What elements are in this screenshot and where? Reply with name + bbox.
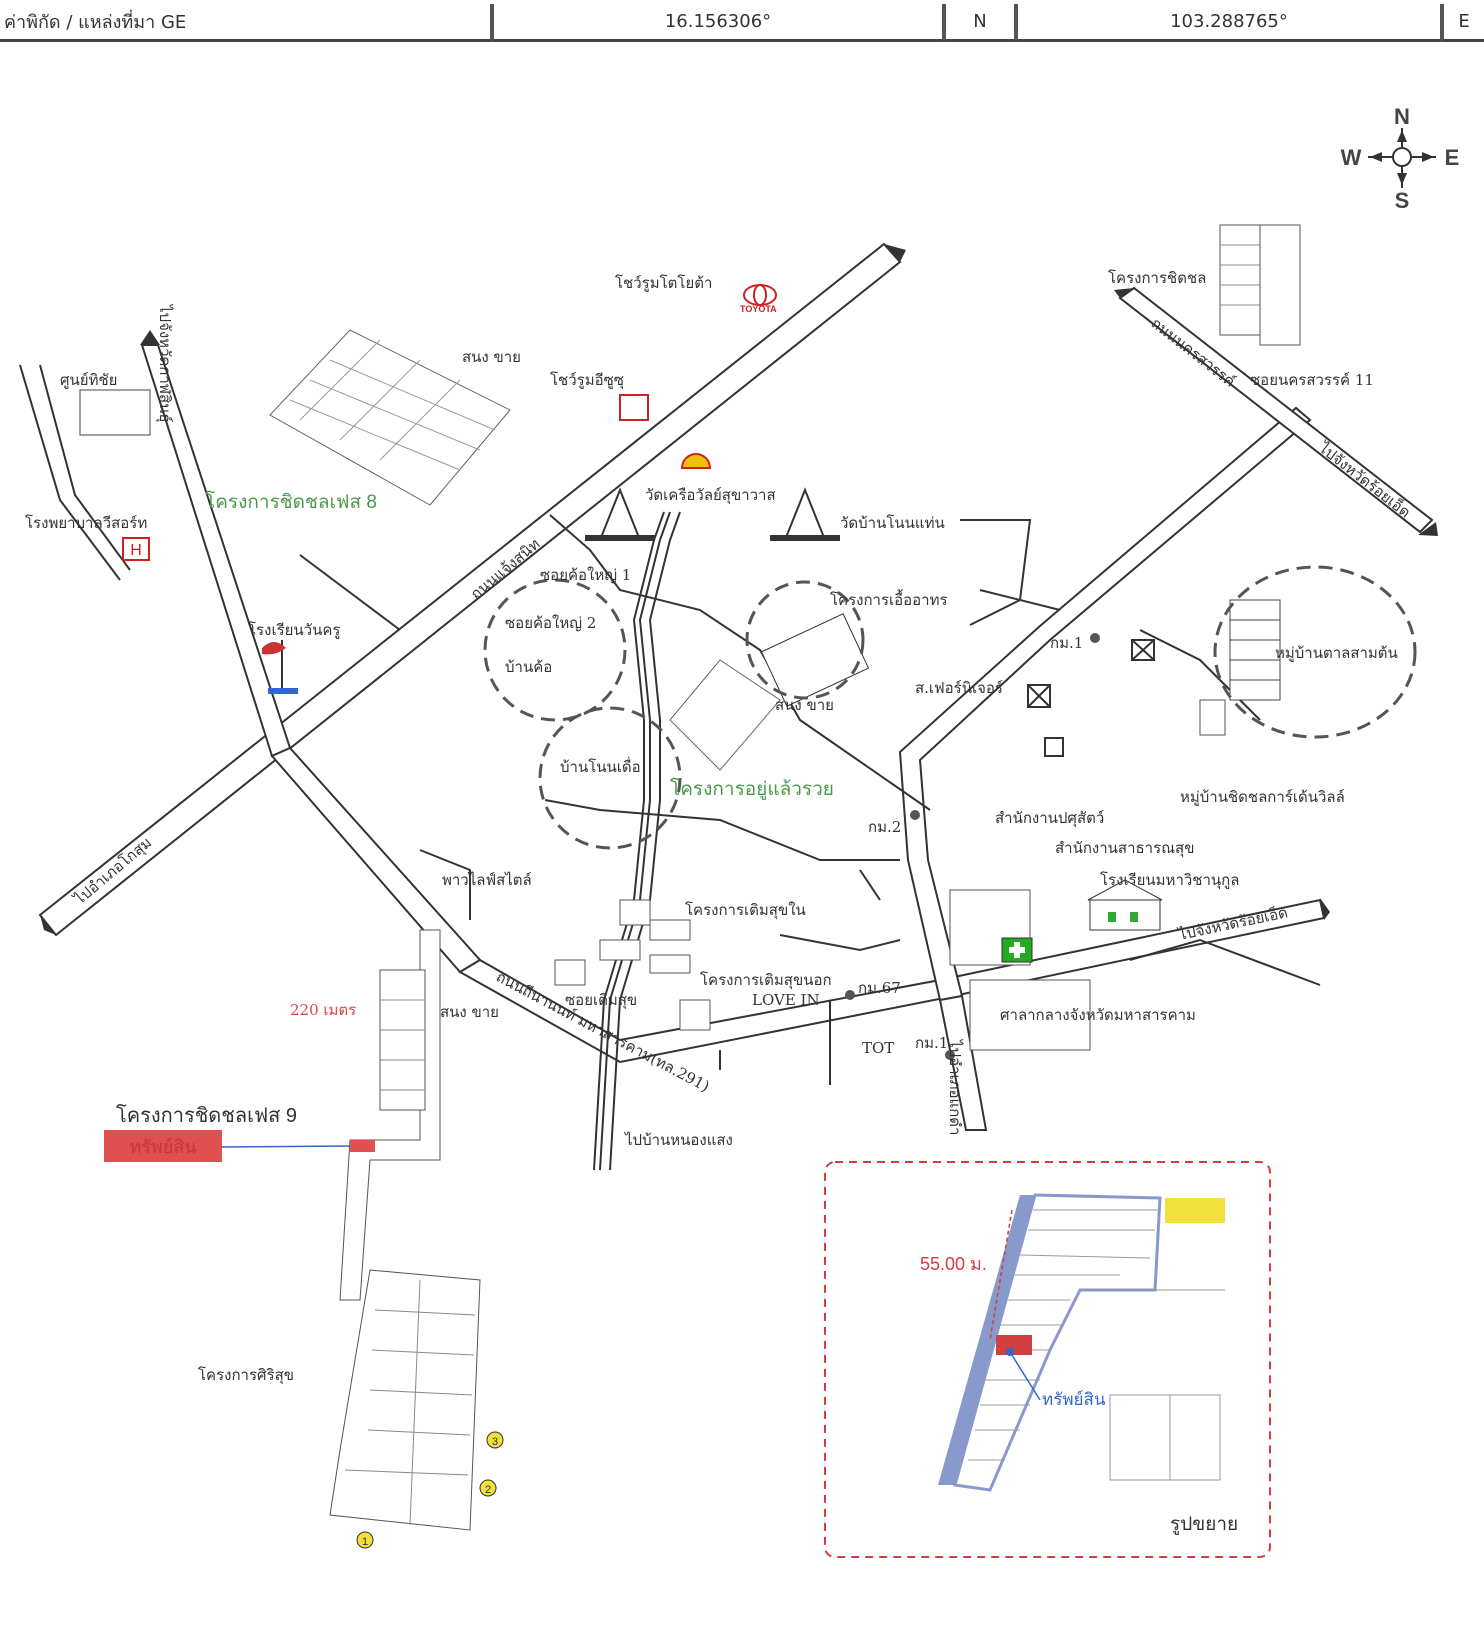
svg-text:H: H — [130, 542, 142, 559]
flag-icon — [262, 640, 298, 694]
label-project-euea: โครงการเอื้ออาทร — [830, 589, 948, 609]
label-mhu-ban-chidchol: หมู่บ้านชิดชลการ์เด้นวิลล์ — [1180, 788, 1345, 806]
label-to-kalasin: ไปจังหวัดกาฬสินธุ์ — [155, 304, 174, 423]
label-hospital: โรงพยาบาลวีสอร์ท — [25, 514, 147, 532]
hospital-icon: H — [122, 537, 150, 561]
isuzu-icon — [619, 394, 649, 421]
crossed-box-icons — [1027, 639, 1155, 757]
longitude-direction: E — [1442, 4, 1484, 42]
inset-enlarged-view: 55.00 ม. ทรัพย์สิน รูปขยาย — [824, 1161, 1271, 1558]
label-to-muang: ไปอำเภอแกดำ — [946, 1039, 964, 1135]
label-ban-kho: บ้านค้อ — [505, 658, 552, 676]
temple-icon-2 — [770, 487, 840, 541]
compass-e: E — [1445, 145, 1460, 170]
numbered-markers: 3 2 1 — [356, 1431, 504, 1549]
marker-1: 1 — [362, 1536, 368, 1548]
label-mhu-ban-tan: หมู่บ้านตาลสามต้น — [1275, 644, 1398, 662]
label-tot: TOT — [862, 1039, 894, 1057]
label-siri-sook: โครงการศิริสุข — [198, 1366, 294, 1385]
temple-icon-1 — [585, 487, 655, 541]
label-chidchol-top: โครงการชิดชล — [1108, 269, 1206, 287]
inset-asset: ทรัพย์สิน — [1042, 1390, 1106, 1410]
label-yu-laew-ruay: โครงการอยู่แล้วรวย — [670, 777, 834, 800]
label-school-2: โรงเรียนมหาวิชานุกูล — [1100, 871, 1239, 890]
label-nong-chai-3: สนง ขาย — [440, 1003, 499, 1021]
label-km67: กม.67 — [858, 979, 901, 997]
label-school-1: โรงเรียนวันครู — [248, 621, 340, 639]
label-toyota-showroom: โชว์รูมโตโยต้า — [615, 274, 712, 292]
label-toem-sook-nok: โครงการเติมสุขนอก — [700, 971, 832, 990]
source-label: ค่าพิกัด / แหล่งที่มา GE — [0, 4, 492, 42]
longitude-value: 103.288765° — [1016, 4, 1442, 42]
school-icon — [1087, 879, 1163, 931]
label-to-nong-saeng: ไปบ้านหนองแสง — [624, 1131, 733, 1149]
compass-n: N — [1394, 104, 1410, 129]
label-pawai: พาวไลฟ์สไตล์ — [442, 871, 532, 889]
marker-3: 3 — [492, 1436, 498, 1448]
road-network — [19, 242, 1438, 1301]
toyota-icon — [743, 284, 777, 306]
marker-2: 2 — [485, 1484, 491, 1496]
suny-building — [79, 389, 151, 436]
label-wat-khruea: วัดเครือวัลย์สุขาวาส — [645, 486, 776, 505]
label-km1-top: กม.1 — [1050, 634, 1083, 652]
label-nong-chai-1: สนง ขาย — [462, 348, 521, 366]
label-livestock: สำนักงานปศุสัตว์ — [995, 809, 1104, 828]
label-love-in: LOVE IN — [752, 991, 820, 1009]
compass-icon: N S W E — [1341, 104, 1460, 213]
label-suny: ศูนย์ทิชัย — [60, 371, 117, 389]
coordinate-header: ค่าพิกัด / แหล่งที่มา GE 16.156306° N 10… — [0, 0, 1484, 48]
label-soi-kho-yai-2: ซอยค้อใหญ่ 2 — [505, 614, 596, 632]
label-to-kosum: ไปอำเภอโกสุม — [70, 833, 156, 909]
label-soi-toem-sook: ซอยเติมสุข — [565, 991, 637, 1010]
label-sala-klang: ศาลากลางจังหวัดมหาสารคาม — [1000, 1006, 1196, 1024]
label-isuzu-showroom: โชว์รูมอีซูซุ — [550, 371, 624, 390]
asset-tag-box — [104, 1130, 222, 1162]
label-furniture: ส.เฟอร์นิเจอร์ — [915, 679, 1003, 697]
label-toyota-brand: TOYOTA — [740, 304, 777, 314]
inset-distance: 55.00 ม. — [920, 1254, 987, 1274]
label-chidchol-9: โครงการชิดชลเฟส 9 — [116, 1104, 297, 1127]
label-km1-bottom: กม.1 — [915, 1034, 948, 1052]
label-wat-ban-non: วัดบ้านโนนแท่น — [840, 514, 945, 532]
label-soi-ne: ซอยนครสวรรค์ 11 — [1250, 371, 1374, 389]
km-marker-icons — [845, 633, 1100, 1060]
label-soi-kho-yai-1: ซอยค้อใหญ่ 1 — [540, 566, 631, 584]
shell-icon — [680, 453, 712, 469]
housing-blocks — [79, 224, 1301, 1531]
inset-asset-plot — [996, 1335, 1032, 1355]
label-chidchol-8: โครงการชิดชลเฟส 8 — [205, 490, 377, 513]
compass-s: S — [1395, 188, 1410, 213]
area-circles — [483, 565, 1417, 850]
label-asset-tag: ทรัพย์สิน — [129, 1137, 196, 1158]
label-to-roi-et-2: ไปจังหวัดร้อยเอ็ด — [1315, 438, 1415, 522]
inset-caption: รูปขยาย — [1170, 1513, 1238, 1535]
asset-plot — [350, 1140, 375, 1152]
latitude-direction: N — [944, 4, 1016, 42]
latitude-value: 16.156306° — [492, 4, 944, 42]
label-toem-sook-nai: โครงการเติมสุขใน — [685, 901, 806, 920]
label-public-health: สำนักงานสาธารณสุข — [1055, 839, 1194, 858]
label-distance-220: 220 เมตร — [290, 1001, 356, 1019]
label-km2: กม.2 — [868, 818, 901, 836]
compass-w: W — [1341, 145, 1362, 170]
health-cross-icon — [1001, 937, 1033, 963]
label-ban-non-duea: บ้านโนนเดื่อ — [560, 756, 641, 776]
label-nong-chai-2: สนง ขาย — [775, 696, 834, 714]
